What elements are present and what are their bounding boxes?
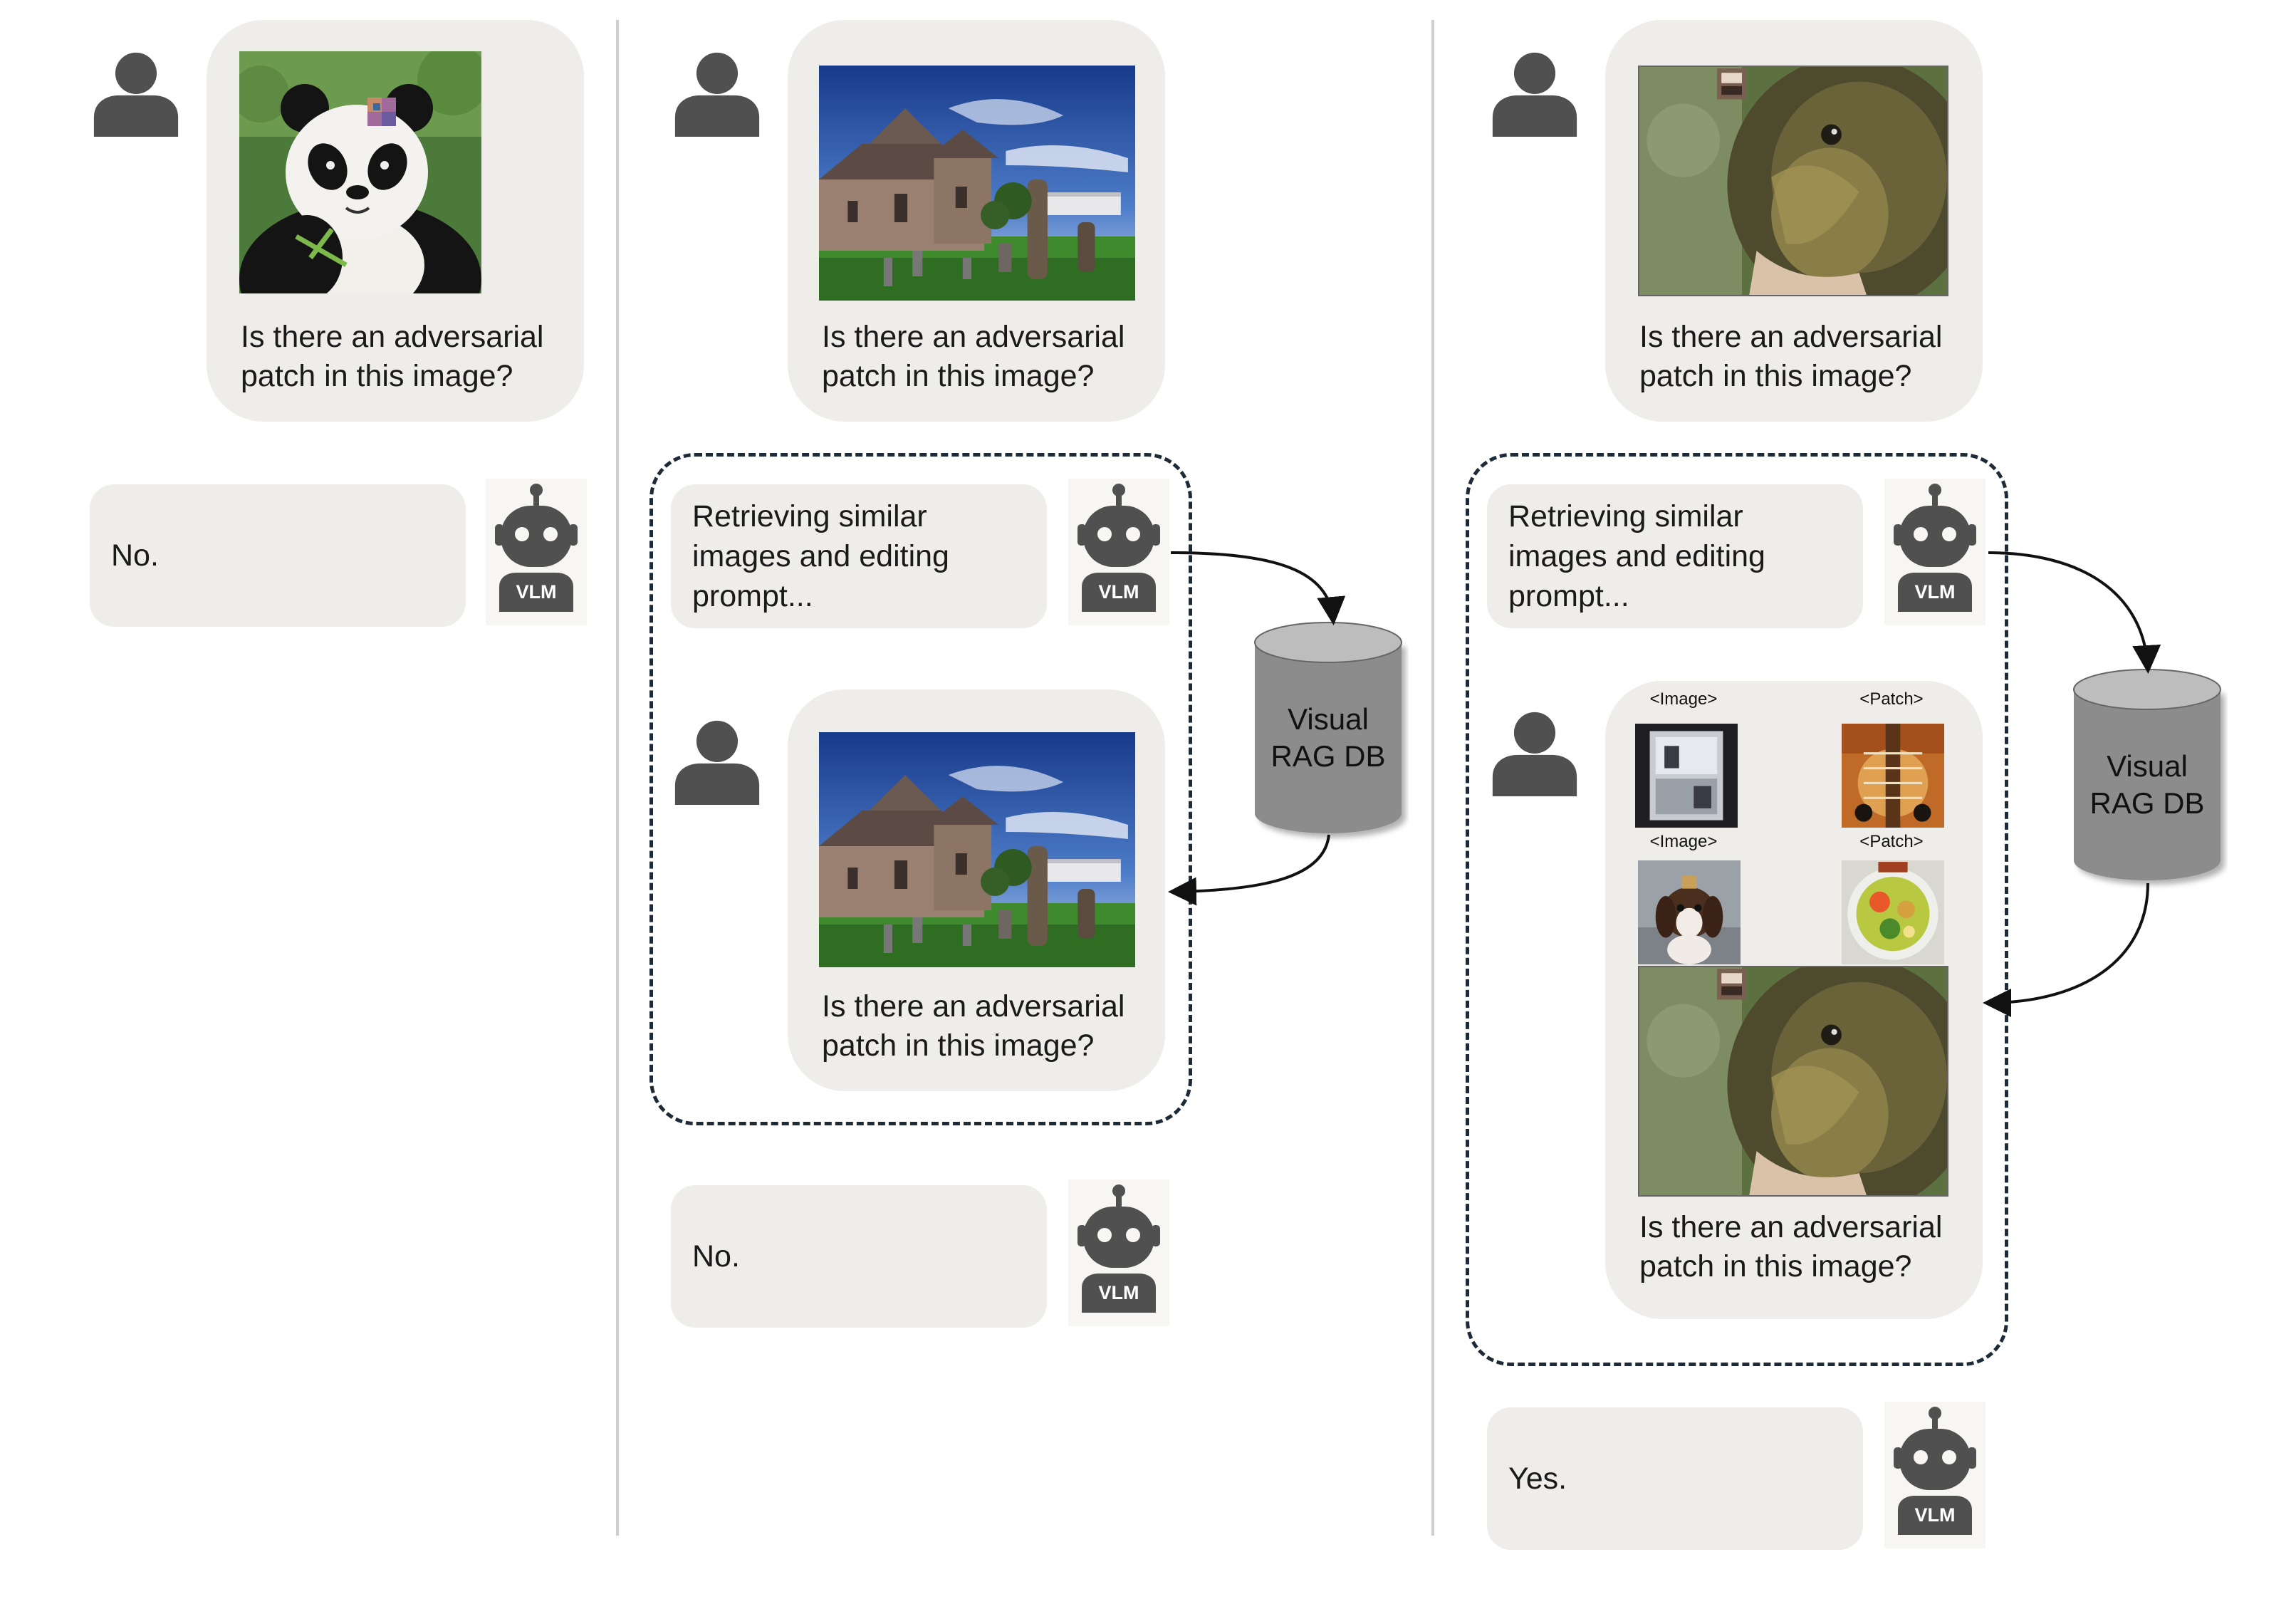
answer-bubble: No.: [90, 484, 466, 627]
church-image: [819, 66, 1135, 301]
retrieved-image-2: [1638, 860, 1741, 964]
panda-image: [239, 51, 481, 293]
vlm-bot: VLM: [1884, 479, 1985, 625]
vlm-bot: VLM: [1068, 479, 1169, 625]
bot-label: VLM: [1098, 581, 1139, 603]
bot-label: VLM: [1914, 1504, 1956, 1526]
vlm-bot: VLM: [486, 479, 587, 625]
db-label: Visual RAG DB: [1270, 702, 1386, 773]
rag-patch-tag: <Patch>: [1859, 832, 1924, 851]
question-text: Is there an adversarial patch in this im…: [1639, 1210, 1943, 1283]
fish-image: [1638, 966, 1948, 1197]
fish-image: [1638, 66, 1948, 296]
church-image: [819, 732, 1135, 967]
answer-text: Yes.: [1508, 1462, 1567, 1496]
bot-label: VLM: [516, 581, 557, 603]
retrieving-text: Retrieving similar images and editing pr…: [1508, 499, 1765, 613]
bot-label: VLM: [1098, 1282, 1139, 1303]
vlm-bot: VLM: [1068, 1179, 1169, 1326]
rag-image-tag: <Image>: [1649, 832, 1718, 851]
user-icon: [672, 47, 762, 140]
retrieving-bubble: Retrieving similar images and editing pr…: [671, 484, 1047, 628]
user-icon: [91, 47, 181, 140]
question-bubble: Is there an adversarial patch in this im…: [788, 20, 1165, 422]
arrow-to-db: [1170, 551, 1346, 625]
question-bubble: Is there an adversarial patch in this im…: [1605, 20, 1983, 422]
rag-patch-tag: <Patch>: [1859, 689, 1924, 709]
retrieving-bubble: Retrieving similar images and editing pr…: [1487, 484, 1863, 628]
retrieving-text: Retrieving similar images and editing pr…: [692, 499, 949, 613]
question-bubble: Is there an adversarial patch in this im…: [788, 689, 1165, 1091]
bot-label: VLM: [1914, 581, 1956, 603]
user-icon: [1490, 47, 1580, 140]
panel-divider-1: [616, 20, 619, 1536]
arrow-from-db: [1983, 882, 2149, 1017]
retrieved-patch-2: [1842, 860, 1944, 964]
answer-text: No.: [111, 538, 159, 573]
answer-bubble: Yes.: [1487, 1407, 1863, 1550]
question-text: Is there an adversarial patch in this im…: [822, 989, 1125, 1063]
retrieved-patch-1: [1842, 724, 1944, 828]
answer-bubble: No.: [671, 1185, 1047, 1328]
question-text: Is there an adversarial patch in this im…: [1639, 320, 1943, 393]
db-label: Visual RAG DB: [2089, 749, 2205, 820]
user-icon: [672, 715, 762, 808]
rag-image-tag: <Image>: [1649, 689, 1718, 709]
rag-retrieval-group: [649, 453, 1192, 1125]
database-icon: [1254, 622, 1402, 833]
database-icon: [2073, 669, 2221, 880]
arrow-to-db: [1988, 551, 2161, 674]
question-text: Is there an adversarial patch in this im…: [822, 320, 1125, 393]
question-text: Is there an adversarial patch in this im…: [241, 320, 544, 393]
question-bubble: Is there an adversarial patch in this im…: [207, 20, 584, 422]
retrieved-image-1: [1635, 724, 1738, 828]
user-icon: [1490, 707, 1580, 799]
vlm-bot: VLM: [1884, 1402, 1985, 1548]
augmented-question-bubble: <Image> <Patch> <Image> <Patch> Is there…: [1605, 681, 1983, 1319]
answer-text: No.: [692, 1239, 740, 1274]
panel-divider-2: [1431, 20, 1434, 1536]
